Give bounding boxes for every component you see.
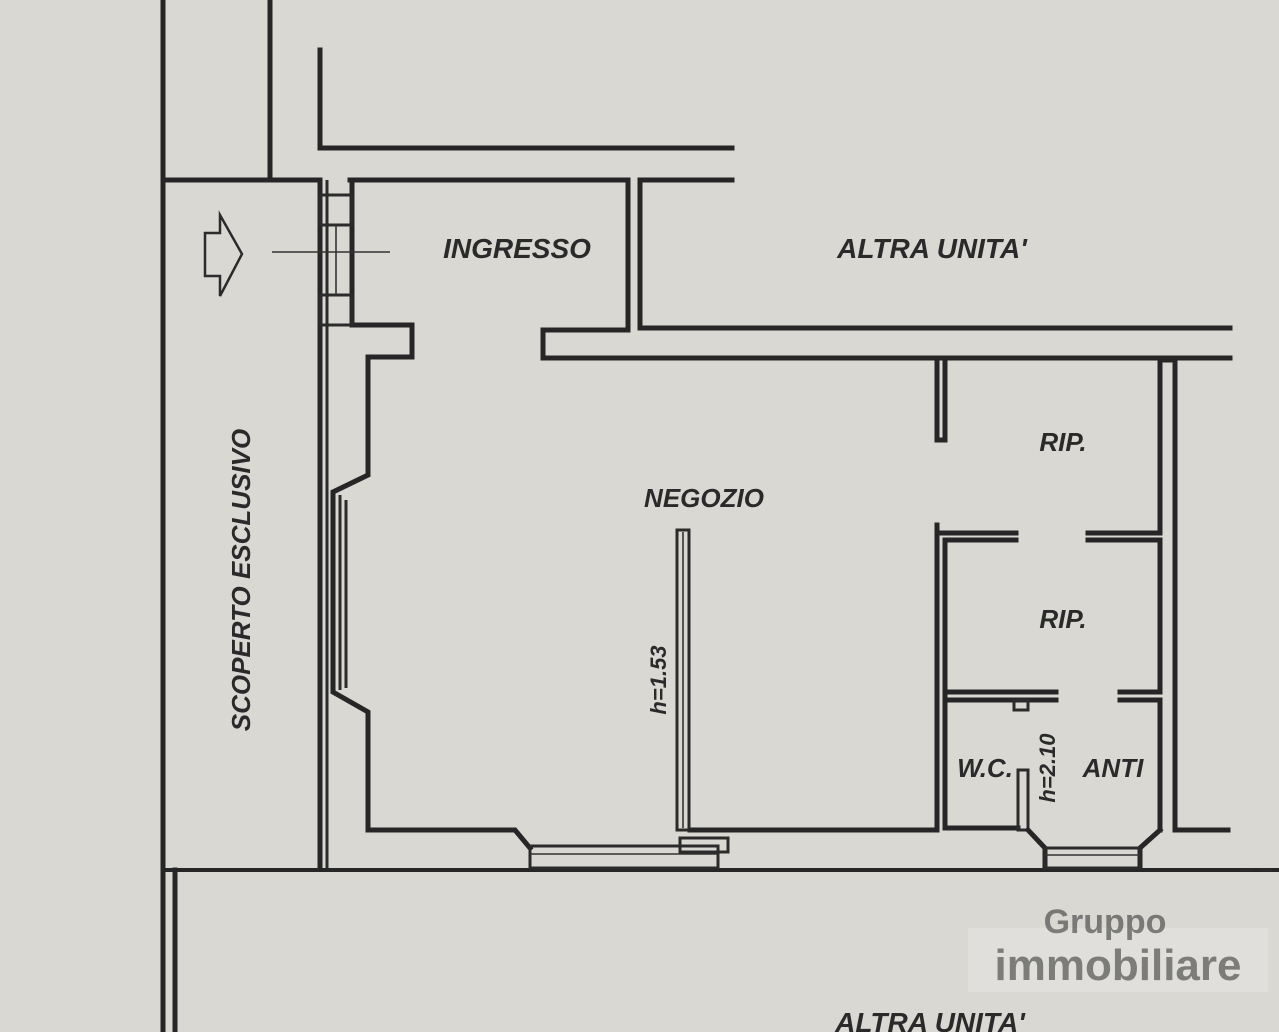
- room-label-wc: W.C.: [957, 753, 1013, 783]
- room-label-altra-unita-top: ALTRA UNITA': [836, 233, 1028, 264]
- room-label-scoperto-esclusivo: SCOPERTO ESCLUSIVO: [226, 429, 256, 731]
- watermark-line2: immobiliare: [995, 941, 1242, 990]
- site-boundary-lines: [160, 0, 1279, 1032]
- service-block-walls: [934, 357, 1231, 871]
- height-label-anti: h=2.10: [1035, 733, 1060, 803]
- entrance-arrow-icon: [203, 210, 244, 297]
- partition-low-wall: [675, 528, 691, 832]
- room-label-altra-unita-bottom: ALTRA UNITA': [834, 1007, 1026, 1032]
- room-label-anti: ANTI: [1082, 753, 1144, 783]
- watermark-logo: Gruppo immobiliare: [968, 903, 1268, 992]
- room-label-rip-lower: RIP.: [1039, 604, 1086, 634]
- room-label-negozio: NEGOZIO: [644, 483, 764, 513]
- ingresso-walls: [349, 177, 1233, 361]
- height-label-negozio-partition: h=1.53: [646, 645, 671, 714]
- room-label-rip-upper: RIP.: [1039, 427, 1086, 457]
- watermark-line1: Gruppo: [1044, 903, 1167, 941]
- corridor-lines: [317, 47, 735, 183]
- negozio-walls: [330, 354, 938, 870]
- room-label-ingresso: INGRESSO: [443, 233, 591, 264]
- entrance-door: [272, 193, 390, 327]
